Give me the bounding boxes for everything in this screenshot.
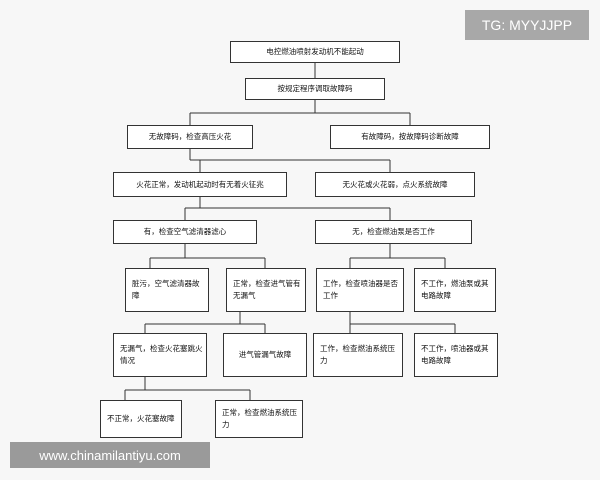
step-root: 电控燃油喷射发动机不能起动 (230, 41, 400, 63)
step-no-spark: 无火花或火花弱，点火系统故障 (315, 172, 475, 197)
step-pump-not-working: 不工作，燃油泵或其电路故障 (414, 268, 496, 312)
telegram-watermark: TG: MYYJJPP (465, 10, 589, 40)
step-check-fuel-pump: 无，检查燃油泵是否工作 (315, 220, 472, 244)
step-spark-ok: 火花正常，发动机起动时有无着火征兆 (113, 172, 287, 197)
step-check-intake-leak: 正常，检查进气管有无漏气 (226, 268, 306, 312)
step-no-leak-check-plug: 无漏气，检查火花塞跳火情况 (113, 333, 207, 377)
step-plug-normal-check-pressure: 正常，检查燃油系统压力 (215, 400, 303, 438)
step-read-codes: 按规定程序调取故障码 (245, 78, 385, 100)
step-no-code: 无故障码，检查高压火花 (127, 125, 253, 149)
step-plug-abnormal: 不正常，火花塞故障 (100, 400, 182, 438)
step-has-code: 有故障码，按故障码诊断故障 (330, 125, 490, 149)
step-injector-working: 工作，检查燃油系统压力 (313, 333, 403, 377)
step-check-air-filter: 有，检查空气滤清器滤心 (113, 220, 257, 244)
step-injector-not-working: 不工作，喷油器或其电路故障 (414, 333, 498, 377)
site-watermark: www.chinamilantiyu.com (10, 442, 210, 468)
step-pump-working: 工作，检查喷油器是否工作 (316, 268, 404, 312)
step-filter-dirty: 脏污，空气滤清器故障 (125, 268, 209, 312)
step-intake-leak-fault: 进气管漏气故障 (223, 333, 307, 377)
